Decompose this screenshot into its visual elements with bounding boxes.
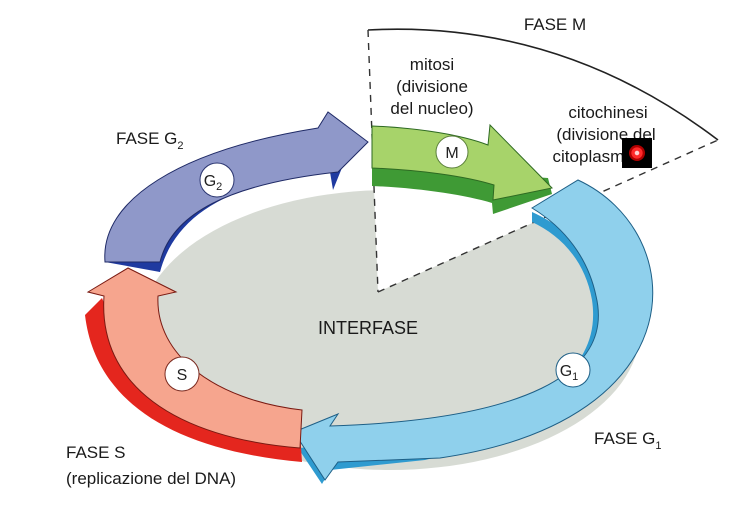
pointer-cursor-icon [622, 138, 652, 168]
mitosi-line-1: mitosi [410, 55, 454, 74]
badge-m: M [445, 145, 458, 162]
badge-g2-circle [199, 162, 235, 198]
g2-title-main: FASE G [116, 129, 177, 148]
m-phase-sector [368, 30, 718, 292]
badge-s-circle [164, 356, 200, 392]
mitosi-line-2: (divisione [396, 77, 468, 96]
center-label: INTERFASE [318, 318, 418, 338]
badge-g1: G1 [560, 363, 579, 383]
s-phase-title: FASE S [66, 443, 126, 462]
g2-arrow-top [104, 111, 369, 263]
badge-g1-main: G [560, 363, 572, 380]
citochinesi-line-3: citoplasma) [553, 147, 640, 166]
citochinesi-line-1: citochinesi [568, 103, 647, 122]
m-phase-sector-arc [367, 28, 719, 141]
badge-g2-sub: 2 [216, 181, 222, 193]
s-arrow-top [86, 267, 303, 449]
g1-title-main: FASE G [594, 429, 655, 448]
badge-g1-circle [555, 352, 591, 388]
g1-phase-title: FASE G1 [594, 429, 662, 452]
badge-g1-sub: 1 [572, 371, 578, 383]
badge-s: S [177, 367, 188, 384]
s-phase-note: (replicazione del DNA) [66, 469, 236, 488]
g2-phase-title: FASE G2 [116, 129, 184, 152]
pointer-cursor-ring [629, 145, 645, 161]
g1-title-sub: 1 [655, 440, 661, 452]
badge-g2-main: G [204, 173, 216, 190]
badge-m-circle [435, 135, 469, 169]
g1-arrow-top [293, 179, 654, 481]
g2-title-sub: 2 [177, 140, 183, 152]
m-phase-title: FASE M [524, 15, 586, 34]
mitosi-line-3: del nucleo) [390, 99, 473, 118]
badge-g2: G2 [204, 173, 223, 193]
